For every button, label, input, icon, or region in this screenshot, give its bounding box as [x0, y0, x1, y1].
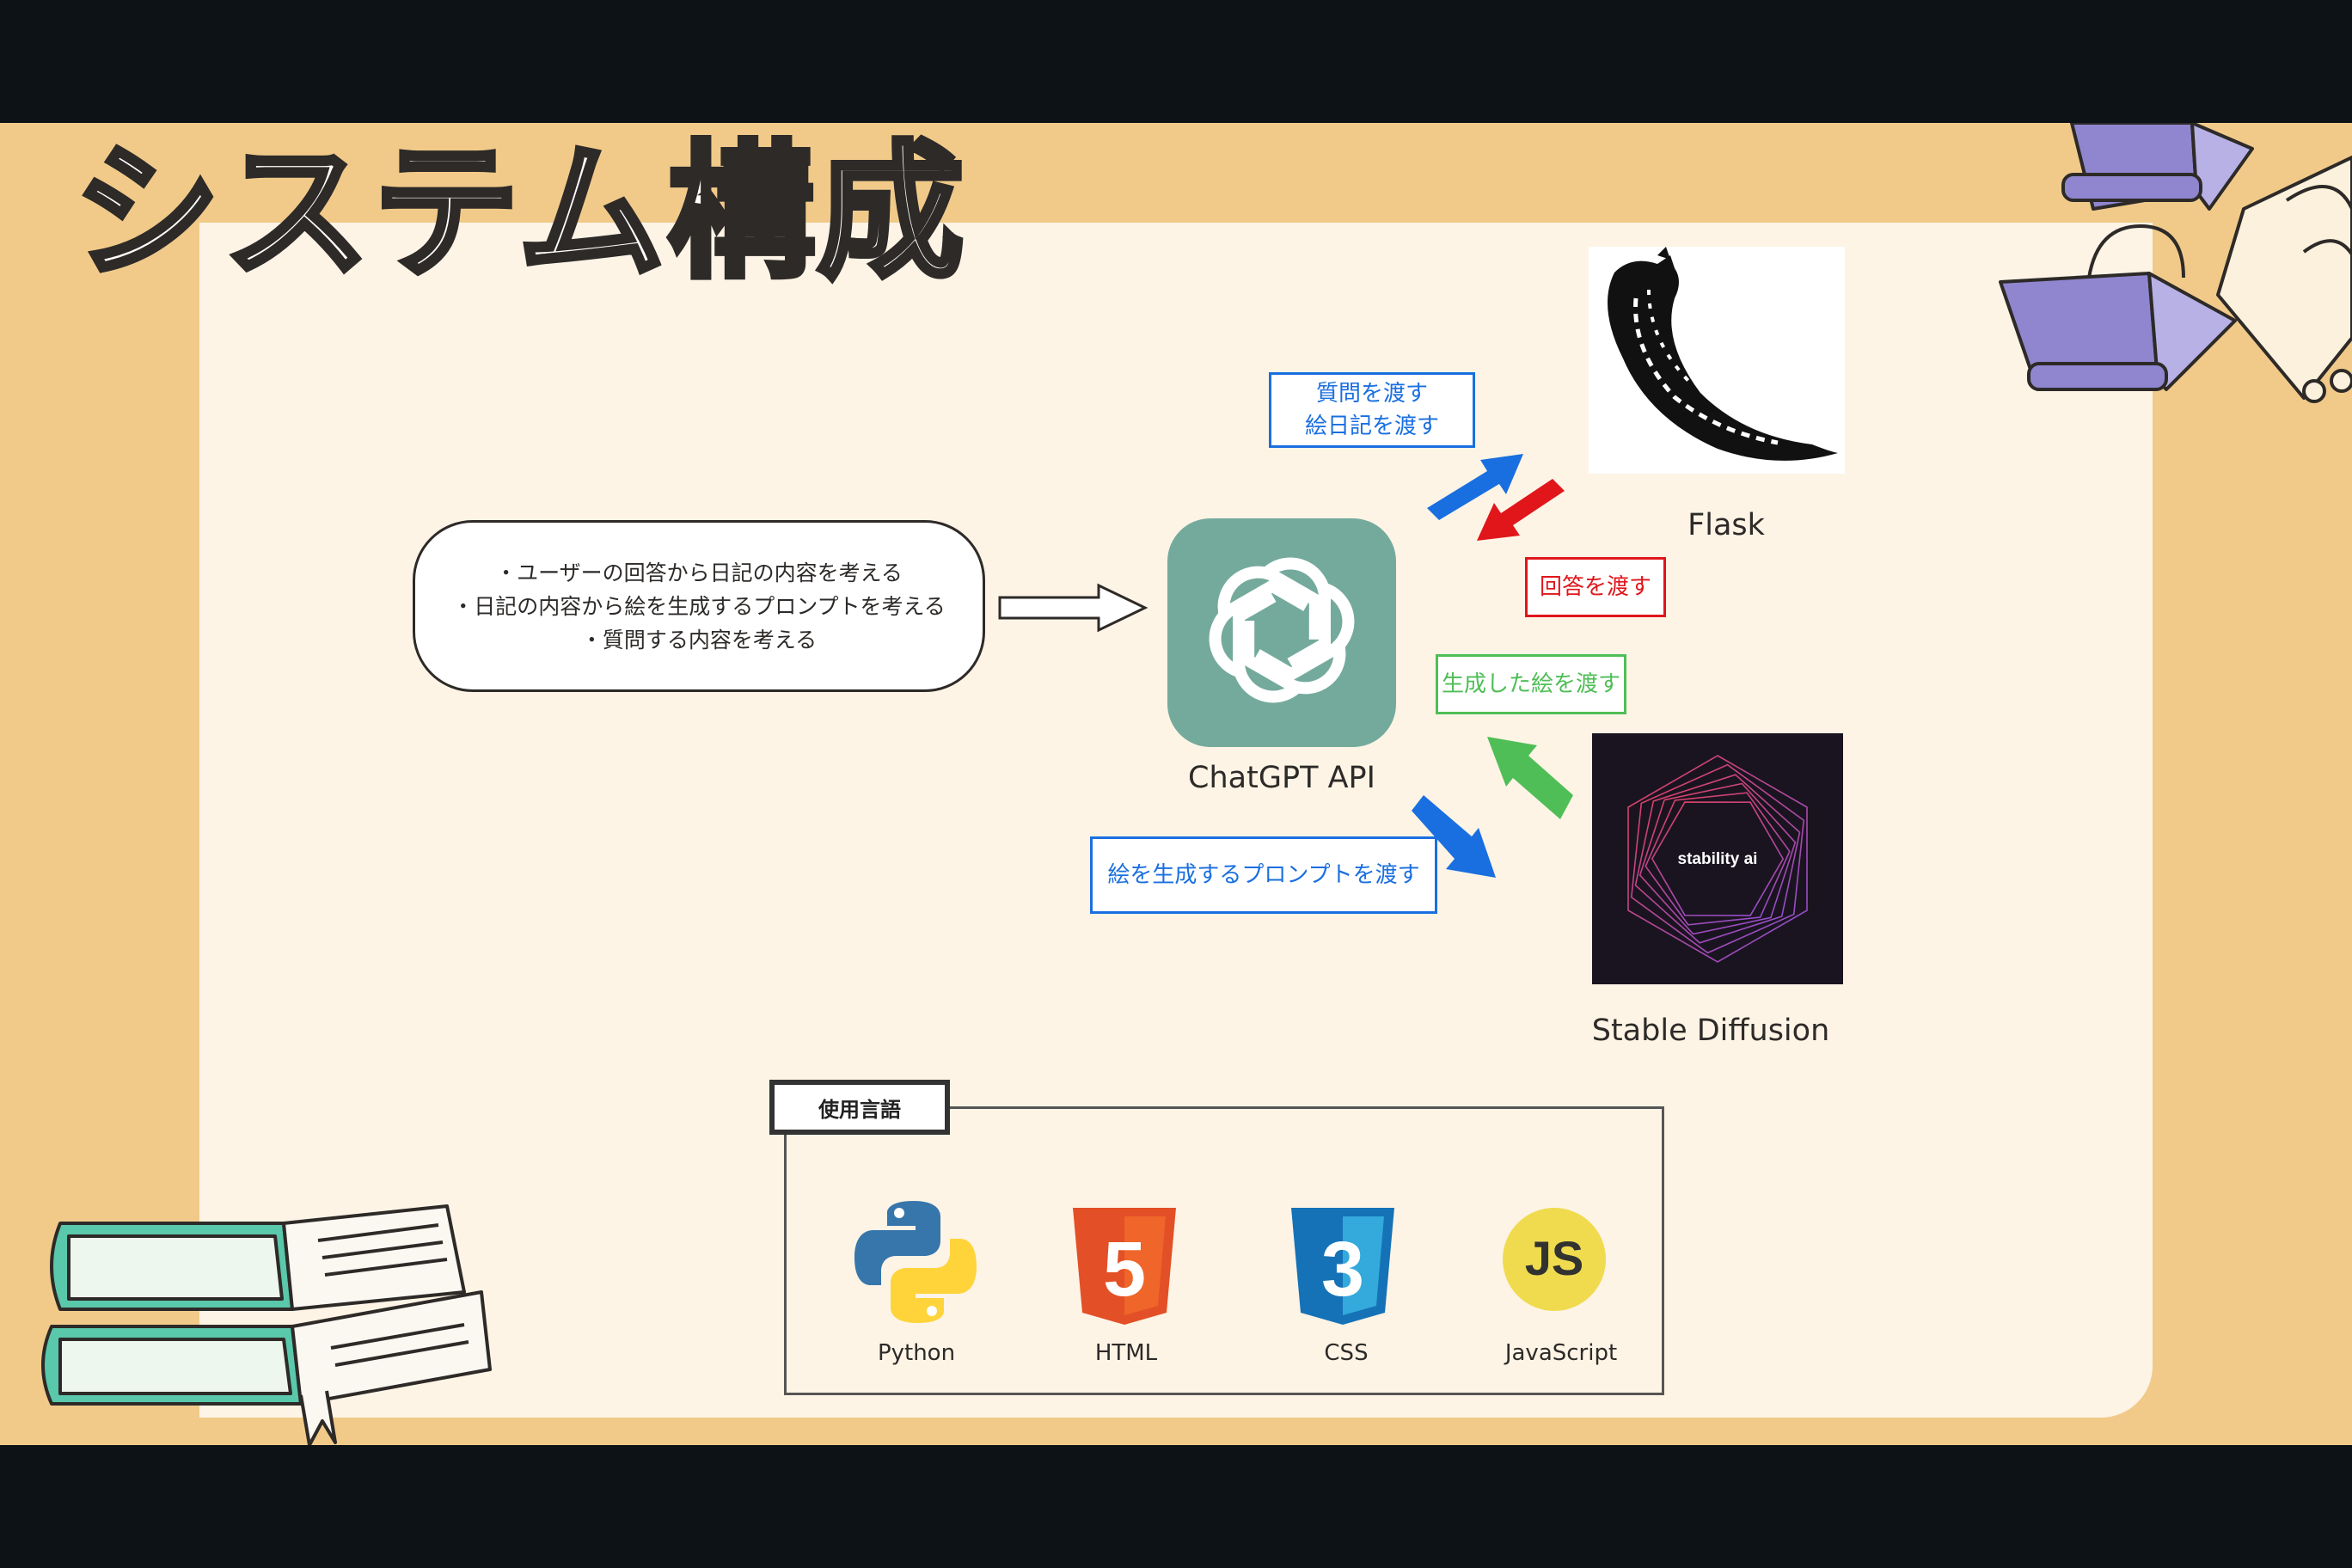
red-arrow-from-flask — [1477, 479, 1565, 541]
label-line: 絵日記を渡す — [1304, 413, 1439, 439]
chatgpt-role-bubble: ・ユーザーの回答から日記の内容を考える ・日記の内容から絵を生成するプロンプトを… — [413, 520, 985, 692]
languages-heading: 使用言語 — [769, 1080, 950, 1135]
flask-logo — [1589, 247, 1845, 474]
languages-frame — [784, 1106, 1664, 1395]
label-line: 生成した絵を渡す — [1441, 671, 1620, 697]
label-line: 質問を渡す — [1315, 381, 1428, 407]
books-decoration — [41, 1204, 492, 1445]
html5-icon: 5 — [1073, 1208, 1176, 1325]
js-badge: JS — [1525, 1231, 1584, 1285]
blue-arrow-to-sd — [1412, 795, 1496, 878]
label-line: 回答を渡す — [1539, 574, 1651, 600]
stability-ai-logo: stability ai — [1592, 733, 1843, 984]
openai-icon — [1167, 518, 1396, 747]
lang-python-label: Python — [877, 1340, 956, 1366]
label-to-sd: 絵を生成するプロンプトを渡す — [1090, 836, 1437, 914]
python-icon — [854, 1201, 977, 1323]
lang-html-label: HTML — [1094, 1340, 1158, 1366]
lang-css-label: CSS — [1324, 1340, 1369, 1366]
chatgpt-caption: ChatGPT API — [1188, 761, 1375, 795]
page-title: システム構成 — [71, 128, 967, 298]
green-arrow-from-sd — [1487, 737, 1573, 819]
bubble-line: ・質問する内容を考える — [580, 627, 818, 652]
label-to-flask: 質問を渡す 絵日記を渡す — [1269, 372, 1475, 448]
lang-javascript-label: JavaScript — [1504, 1340, 1618, 1366]
stability-hexagon-icon: stability ai — [1627, 755, 1808, 963]
label-from-flask: 回答を渡す — [1525, 557, 1666, 617]
bubble-line: ・日記の内容から絵を生成するプロンプトを考える — [452, 593, 946, 619]
label-from-sd: 生成した絵を渡す — [1436, 654, 1626, 714]
chatgpt-logo — [1167, 518, 1396, 747]
flask-horn-icon — [1608, 247, 1838, 461]
html5-badge: 5 — [1103, 1227, 1146, 1313]
label-line: 絵を生成するプロンプトを渡す — [1107, 862, 1420, 888]
slide: システム構成 ・ユーザーの回答から日記の内容を考える ・日記の内容から絵を生成す… — [0, 123, 2352, 1445]
blue-arrow-to-flask — [1427, 454, 1523, 520]
bubble-to-chatgpt-arrow — [998, 583, 1148, 633]
stability-logo-text: stability ai — [1678, 850, 1758, 868]
binder-clips-decoration — [1999, 123, 2352, 403]
flask-caption: Flask — [1687, 508, 1765, 542]
css3-badge: 3 — [1321, 1227, 1364, 1313]
css3-icon: 3 — [1291, 1208, 1394, 1325]
stable-diffusion-caption: Stable Diffusion — [1591, 1014, 1830, 1048]
bubble-line: ・ユーザーの回答から日記の内容を考える — [495, 560, 903, 585]
javascript-icon: JS — [1503, 1208, 1606, 1311]
